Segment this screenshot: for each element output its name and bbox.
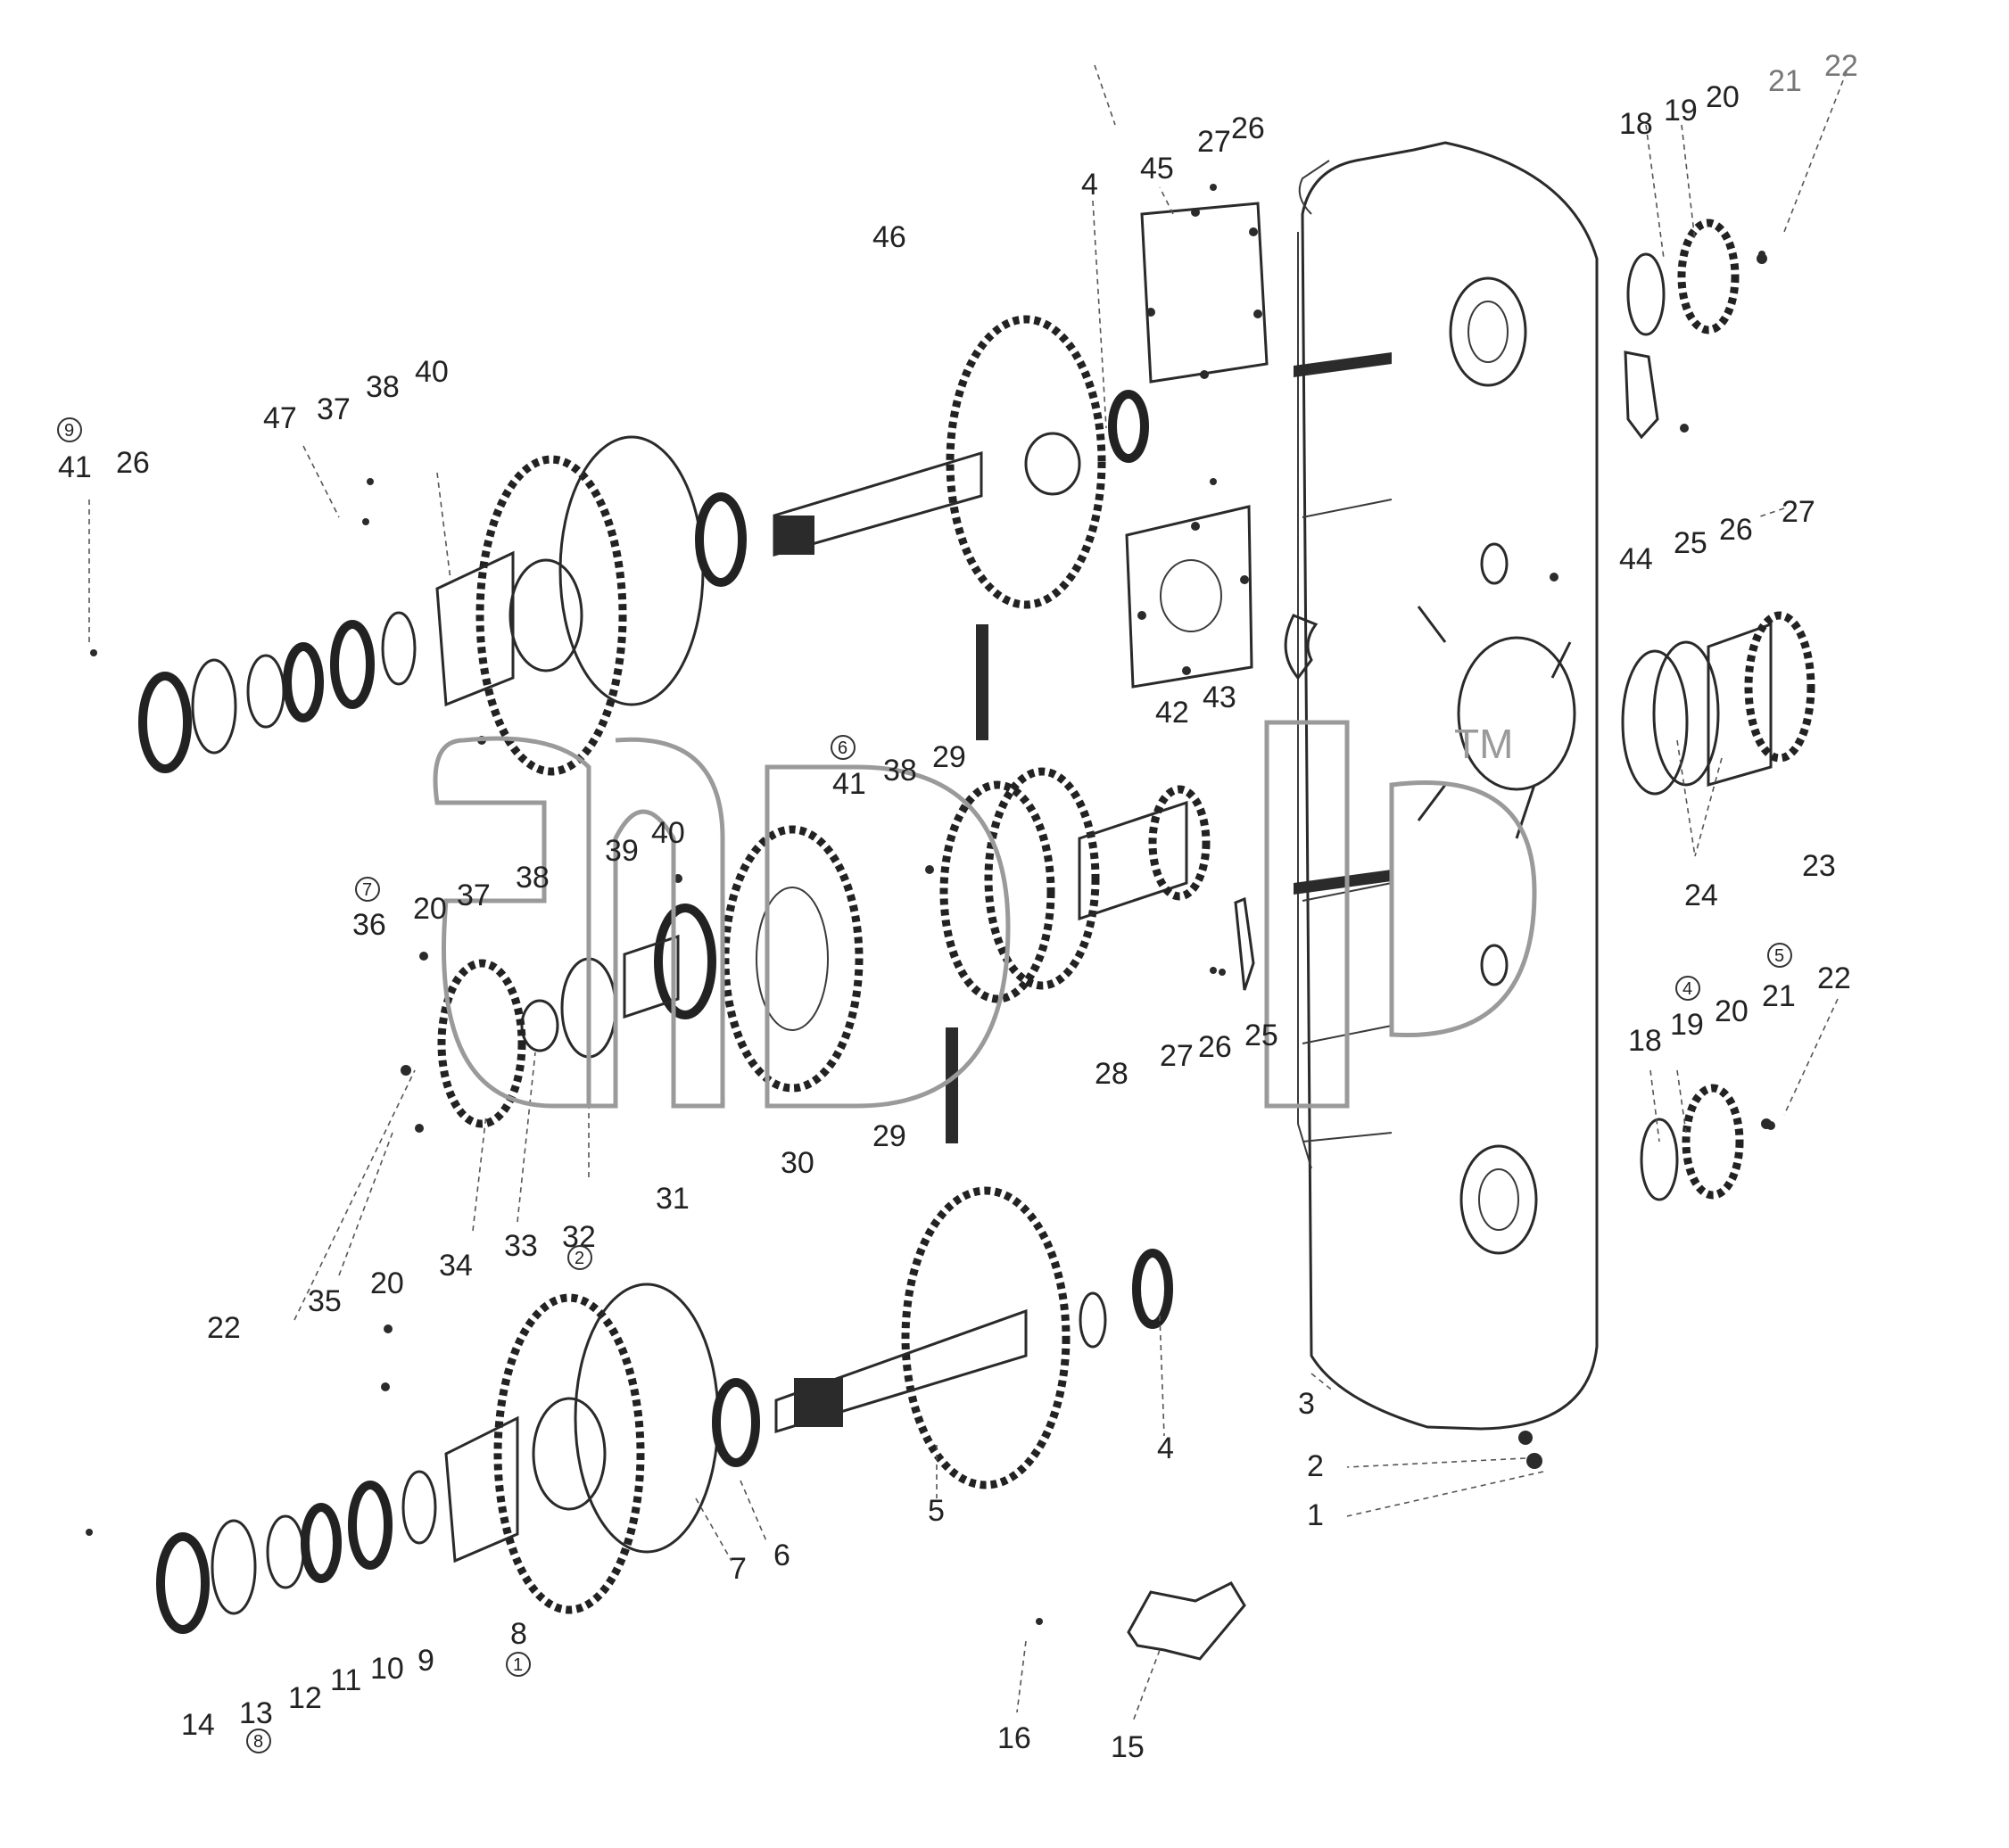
callout: 32 [562, 1220, 596, 1254]
shift-lever [1127, 1581, 1246, 1661]
callout: 33 [504, 1229, 538, 1263]
callout: 11 [330, 1663, 361, 1697]
callout: 19 [1664, 94, 1698, 128]
circled-mark: 2 [575, 1249, 584, 1268]
upper-shaft-gear [773, 315, 1149, 609]
callout: 45 [1140, 152, 1174, 186]
callout: 39 [605, 834, 639, 868]
callout: 28 [1095, 1057, 1129, 1091]
circled-mark: 7 [362, 880, 372, 900]
callout: 27 [1160, 1039, 1194, 1073]
middle-cover-plate [1125, 505, 1253, 689]
callout: 41 [58, 450, 92, 484]
callout: 41 [832, 767, 866, 801]
callout: 29 [932, 740, 966, 774]
callout: 46 [872, 220, 906, 254]
callout: 20 [370, 1266, 404, 1300]
callout: 26 [116, 446, 150, 480]
callouts: 1 2 3 4 4 5 6 7 8 9 10 11 12 13 14 15 16… [58, 49, 1858, 1764]
right-bearing-caps [1621, 219, 1815, 1201]
callout: 38 [883, 754, 917, 788]
callout: 38 [366, 370, 400, 404]
circled-mark: 5 [1774, 946, 1784, 966]
callout: 15 [1111, 1730, 1145, 1764]
callout: 19 [1670, 1008, 1704, 1042]
lower-flange-cover [444, 1283, 760, 1614]
circled-mark: 4 [1682, 979, 1692, 999]
callout: 40 [651, 816, 685, 850]
callout: 31 [656, 1182, 690, 1216]
upper-cover-plate [1140, 202, 1269, 384]
callout: 22 [1817, 961, 1851, 995]
callout: 37 [457, 879, 491, 912]
lower-shaft-gear [774, 1186, 1173, 1489]
middle-double-gear [939, 624, 1255, 1143]
circled-mark: 8 [253, 1732, 263, 1752]
callout: 26 [1719, 513, 1753, 547]
callout: 3 [1298, 1387, 1315, 1421]
callout: 18 [1628, 1024, 1662, 1058]
callout: 8 [510, 1617, 527, 1651]
callout: 6 [773, 1539, 790, 1572]
housing-case [1284, 141, 1599, 1431]
callout: 38 [516, 861, 550, 895]
callout: 16 [997, 1721, 1031, 1755]
middle-disk [437, 825, 864, 1128]
lower-seal-rings [156, 1470, 437, 1634]
callout: 24 [1684, 879, 1718, 912]
callout: 22 [1824, 49, 1858, 83]
circled-marks: 1 2 4 5 6 7 8 9 [57, 417, 1792, 1753]
callout: 37 [317, 392, 351, 426]
upper-seal-rings [138, 611, 417, 773]
callout: 7 [730, 1552, 747, 1586]
callout: 42 [1155, 696, 1189, 730]
upper-flange-cover [435, 435, 747, 776]
leader-lines [88, 64, 1848, 1722]
callout: 27 [1782, 495, 1815, 529]
callout: 30 [781, 1146, 814, 1180]
callout: 44 [1619, 542, 1653, 576]
callout: 13 [239, 1696, 273, 1730]
callout: 18 [1619, 107, 1653, 141]
callout: 29 [872, 1119, 906, 1153]
callout: 35 [308, 1284, 342, 1318]
callout: 9 [418, 1644, 434, 1678]
callout: 36 [352, 908, 386, 942]
callout callout-light: 20 [1706, 80, 1740, 114]
callout: 25 [1674, 526, 1707, 560]
callout: 26 [1198, 1030, 1232, 1064]
callout: 20 [413, 892, 447, 926]
callout: 25 [1244, 1019, 1278, 1052]
callout: 21 [1762, 979, 1796, 1013]
callout: 22 [207, 1311, 241, 1345]
small-gasket-upper [1624, 351, 1659, 440]
circled-mark: 9 [64, 421, 74, 441]
callout: 2 [1307, 1449, 1324, 1483]
watermark-tm: TM [1454, 721, 1513, 767]
callout: 27 [1197, 125, 1231, 159]
callout: 26 [1231, 111, 1265, 145]
callout: 1 [1307, 1498, 1324, 1532]
callout: 20 [1715, 994, 1749, 1028]
callout: 23 [1802, 849, 1836, 883]
callout: 10 [370, 1652, 404, 1686]
callout: 40 [415, 355, 449, 389]
callout: 21 [1768, 64, 1802, 98]
circled-mark: 1 [513, 1655, 523, 1675]
callout: 14 [181, 1708, 215, 1742]
callout: 34 [439, 1249, 473, 1283]
callout: 43 [1203, 681, 1236, 714]
callout: 4 [1157, 1431, 1174, 1465]
callout: 47 [263, 401, 297, 435]
callout: 12 [288, 1681, 322, 1715]
watermark: TM [433, 720, 1537, 1109]
circled-mark: 6 [838, 738, 847, 758]
callout: 4 [1081, 168, 1098, 202]
callout: 5 [928, 1494, 945, 1528]
